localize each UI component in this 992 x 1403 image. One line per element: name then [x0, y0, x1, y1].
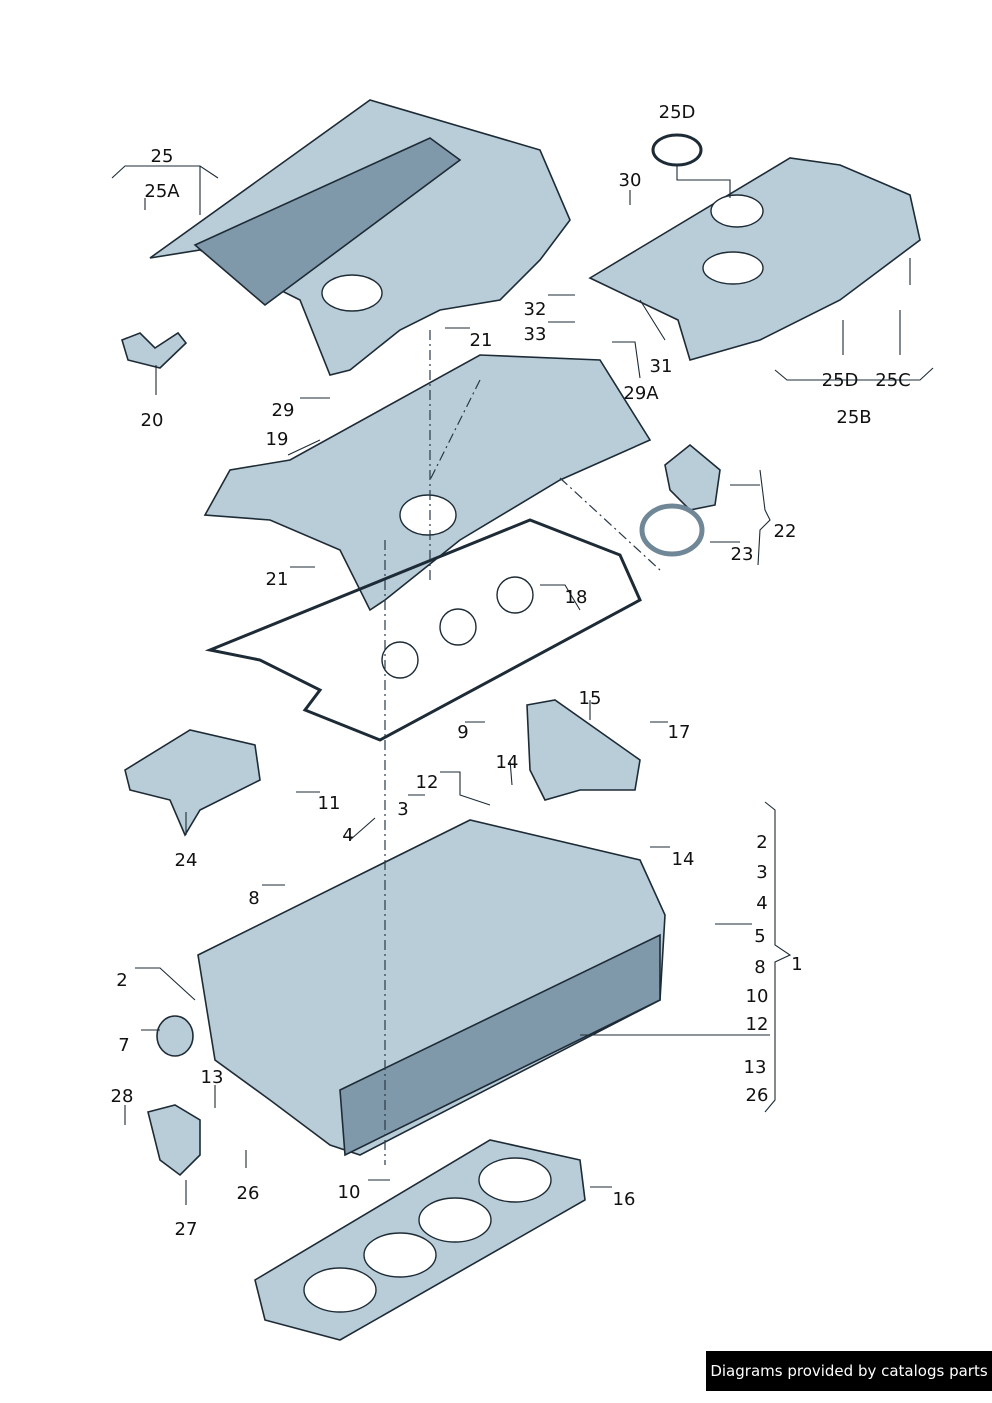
- callout-label: 9: [457, 722, 469, 743]
- callout-label: 29A: [623, 383, 659, 404]
- callout-label: 13: [200, 1067, 224, 1088]
- callout-label: 8: [248, 888, 260, 909]
- callout-label: 12: [745, 1014, 769, 1035]
- callout-label: 25D: [658, 102, 696, 123]
- camshaft-adjuster: [526, 699, 641, 801]
- callout-label: 19: [265, 429, 289, 450]
- callout-label: 2: [116, 970, 128, 991]
- callout-label: 25A: [144, 181, 180, 202]
- bearing-bracket: [124, 729, 261, 837]
- cylinder-head: [197, 819, 666, 1156]
- callout-label: 30: [618, 170, 642, 191]
- callout-label: 3: [397, 799, 409, 820]
- callout-label: 5: [754, 926, 766, 947]
- callout-label: 14: [495, 752, 519, 773]
- callout-label: 17: [667, 722, 691, 743]
- callout-label: 4: [756, 893, 768, 914]
- seal-ring-25d: [651, 133, 703, 167]
- callout-label: 4: [342, 825, 354, 846]
- callout-label: 14: [671, 849, 695, 870]
- callout-label: 16: [612, 1189, 636, 1210]
- callout-label: 28: [110, 1086, 134, 1107]
- callout-label: 12: [415, 772, 439, 793]
- attribution-footer: Diagrams provided by catalogs parts: [706, 1351, 992, 1391]
- callout-label: 7: [118, 1035, 130, 1056]
- hose-20: [121, 331, 188, 369]
- engine-cover-left: [149, 99, 571, 376]
- callout-label: 25: [150, 146, 174, 167]
- callout-label: 8: [754, 957, 766, 978]
- callout-label: 23: [730, 544, 754, 565]
- callout-label: 20: [140, 410, 164, 431]
- callout-label: 27: [174, 1219, 198, 1240]
- sensor-27: [147, 1104, 201, 1177]
- valve-cover-gasket: [204, 518, 642, 742]
- seal-7: [156, 1015, 194, 1057]
- callout-label: 11: [317, 793, 341, 814]
- callout-label: 25C: [875, 370, 911, 391]
- callout-label: 24: [174, 850, 198, 871]
- callout-label: 26: [745, 1085, 769, 1106]
- oil-filler-cap: [664, 443, 721, 511]
- callout-label: 31: [649, 356, 673, 377]
- callout-label: 18: [564, 587, 588, 608]
- callout-label: 3: [756, 862, 768, 883]
- callout-label: 21: [469, 330, 493, 351]
- valve-cover: [203, 354, 652, 612]
- callout-label: 25B: [836, 407, 872, 428]
- callout-label: 13: [743, 1057, 767, 1078]
- callout-label: 26: [236, 1183, 260, 1204]
- callout-label: 2: [756, 832, 768, 853]
- callout-label: 15: [578, 688, 602, 709]
- callout-label: 1: [791, 954, 803, 975]
- callout-label: 10: [745, 986, 769, 1007]
- callout-label: 32: [523, 299, 547, 320]
- callout-label: 21: [265, 569, 289, 590]
- callout-label: 25D: [821, 370, 859, 391]
- callout-label: 10: [337, 1182, 361, 1203]
- callout-label: 22: [773, 521, 797, 542]
- cap-seal: [639, 503, 705, 557]
- callout-label: 33: [523, 324, 547, 345]
- callout-label: 29: [271, 400, 295, 421]
